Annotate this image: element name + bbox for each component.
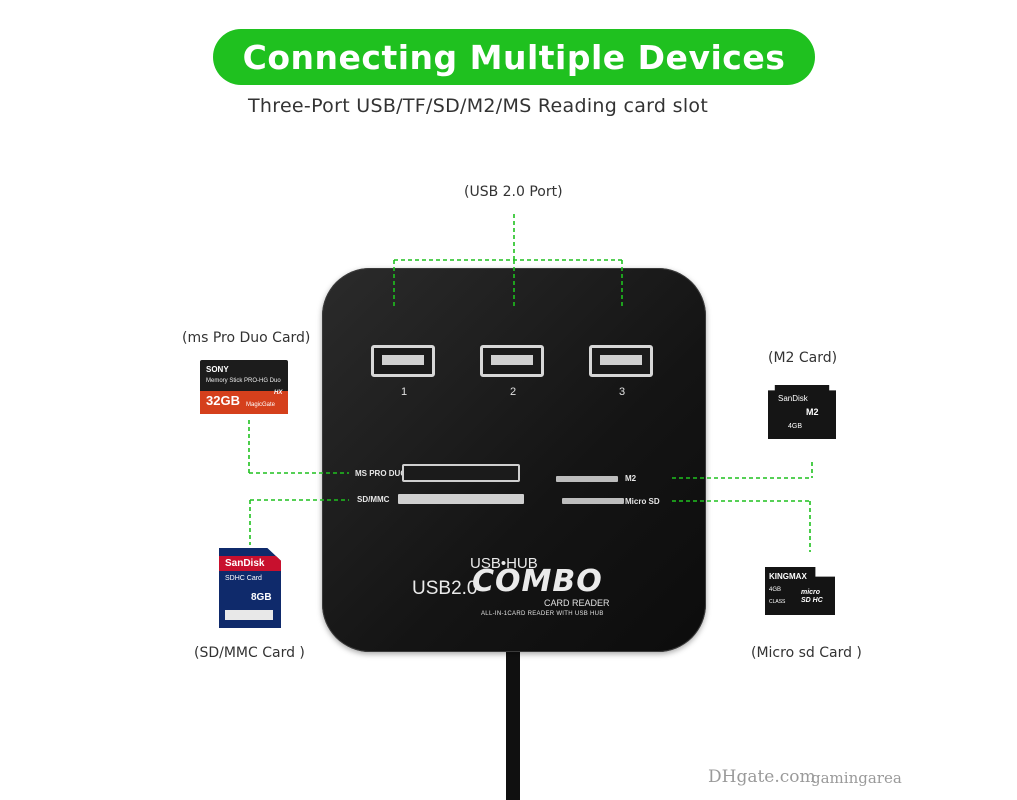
usb-cable	[506, 650, 520, 800]
card-reader-text: CARD READER	[544, 598, 610, 608]
sd-card-type: SDHC Card	[225, 575, 262, 582]
m2-slot-label: M2	[625, 474, 637, 483]
micro-sd-capacity: 4GB	[769, 587, 782, 593]
micro-sd-brand: KINGMAX	[769, 572, 807, 581]
ms-pro-duo-label: (ms Pro Duo Card)	[182, 330, 311, 346]
m2-card-brand: SanDisk	[778, 394, 808, 403]
micro-sd-label: (Micro sd Card )	[751, 645, 862, 661]
combo-logo: COMBO	[472, 564, 603, 599]
micro-sd-slot-label: Micro SD	[625, 497, 660, 506]
usb-hub-text: USB•HUB	[470, 555, 538, 572]
sd-mmc-label: (SD/MMC Card )	[194, 645, 305, 661]
ms-pro-duo-slot	[402, 464, 520, 482]
all-in-one-text: ALL-IN-1CARD READER WITH USB HUB	[481, 611, 604, 617]
sd-card-brand: SanDisk	[225, 558, 265, 569]
micro-sd-logo: micro SD HC	[801, 589, 823, 604]
usb-port-1	[371, 345, 435, 377]
sd-card-capacity: 8GB	[251, 592, 272, 603]
sd-card-band	[219, 556, 281, 571]
ms-card-brand: SONY	[206, 365, 229, 374]
watermark-seller: gamingarea	[811, 769, 902, 787]
m2-card-type: M2	[806, 407, 819, 417]
sd-mmc-slot	[398, 494, 524, 504]
usb-hub-body	[322, 268, 706, 652]
ms-card-line: Memory Stick PRO-HG Duo	[206, 378, 281, 384]
sd-card-writing-strip	[225, 610, 273, 620]
sd-card: SanDisk SDHC Card 8GB	[219, 548, 281, 628]
ms-card-magicgate: MagicGate	[246, 402, 276, 408]
usb-port-label: (USB 2.0 Port)	[464, 184, 563, 200]
port-number-2: 2	[509, 386, 517, 398]
port-number-1: 1	[400, 386, 408, 398]
ms-card-hx: HX	[274, 390, 283, 396]
m2-card-capacity: 4GB	[788, 423, 803, 430]
sd-mmc-slot-label: SD/MMC	[357, 495, 390, 504]
m2-card-label: (M2 Card)	[768, 350, 838, 366]
usb-port-3	[589, 345, 653, 377]
ms-pro-duo-card: SONY Memory Stick PRO-HG Duo 32GB HX Mag…	[200, 360, 288, 414]
micro-sd-class: CLASS	[769, 599, 786, 605]
m2-card: SanDisk M2 4GB	[768, 385, 836, 439]
usb20-text: USB2.0	[412, 578, 478, 599]
micro-sd-slot	[562, 498, 624, 504]
ms-card-capacity: 32GB	[206, 393, 240, 408]
ms-pro-duo-slot-label: MS PRO DUO	[355, 469, 407, 478]
watermark-site: DHgate.com	[708, 767, 816, 787]
usb-port-2	[480, 345, 544, 377]
ms-card-stripe	[200, 391, 288, 414]
port-number-3: 3	[618, 386, 626, 398]
title-banner: Connecting Multiple Devices	[213, 29, 815, 85]
subtitle: Three-Port USB/TF/SD/M2/MS Reading card …	[248, 95, 709, 117]
page-title: Connecting Multiple Devices	[242, 37, 786, 77]
m2-slot	[556, 476, 618, 482]
